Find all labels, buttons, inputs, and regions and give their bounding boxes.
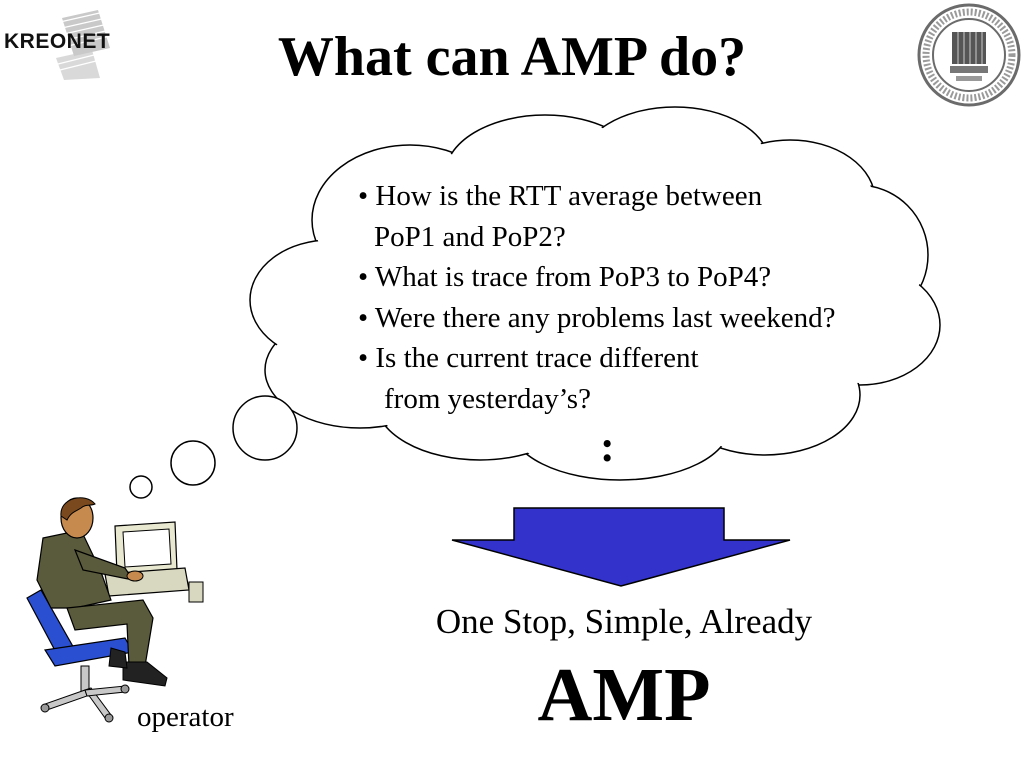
question-2: • What is trace from PoP3 to PoP4? [358, 261, 772, 293]
question-4-line-2: from yesterday’s? [384, 382, 591, 415]
down-arrow-icon [451, 507, 791, 587]
slide-title: What can AMP do? [277, 26, 747, 88]
question-3: • Were there any problems last weekend? [358, 301, 836, 334]
institution-seal-icon [917, 3, 1021, 107]
kreonet-logo-text: KREONET [4, 30, 111, 53]
question-1-line-2: PoP1 and PoP2? [374, 220, 566, 253]
question-1-line-1: • How is the RTT average between [358, 180, 763, 212]
question-4-line-1: • Is the current trace different [358, 342, 699, 374]
question-list: • How is the RTT average between PoP1 an… [358, 176, 958, 419]
tagline: One Stop, Simple, Already [435, 602, 813, 641]
operator-at-computer-icon [26, 497, 204, 723]
ellipsis-mark: : [600, 422, 615, 471]
product-name: AMP [537, 653, 711, 737]
operator-label: operator [137, 701, 234, 733]
kreonet-logo-icon [56, 10, 111, 80]
